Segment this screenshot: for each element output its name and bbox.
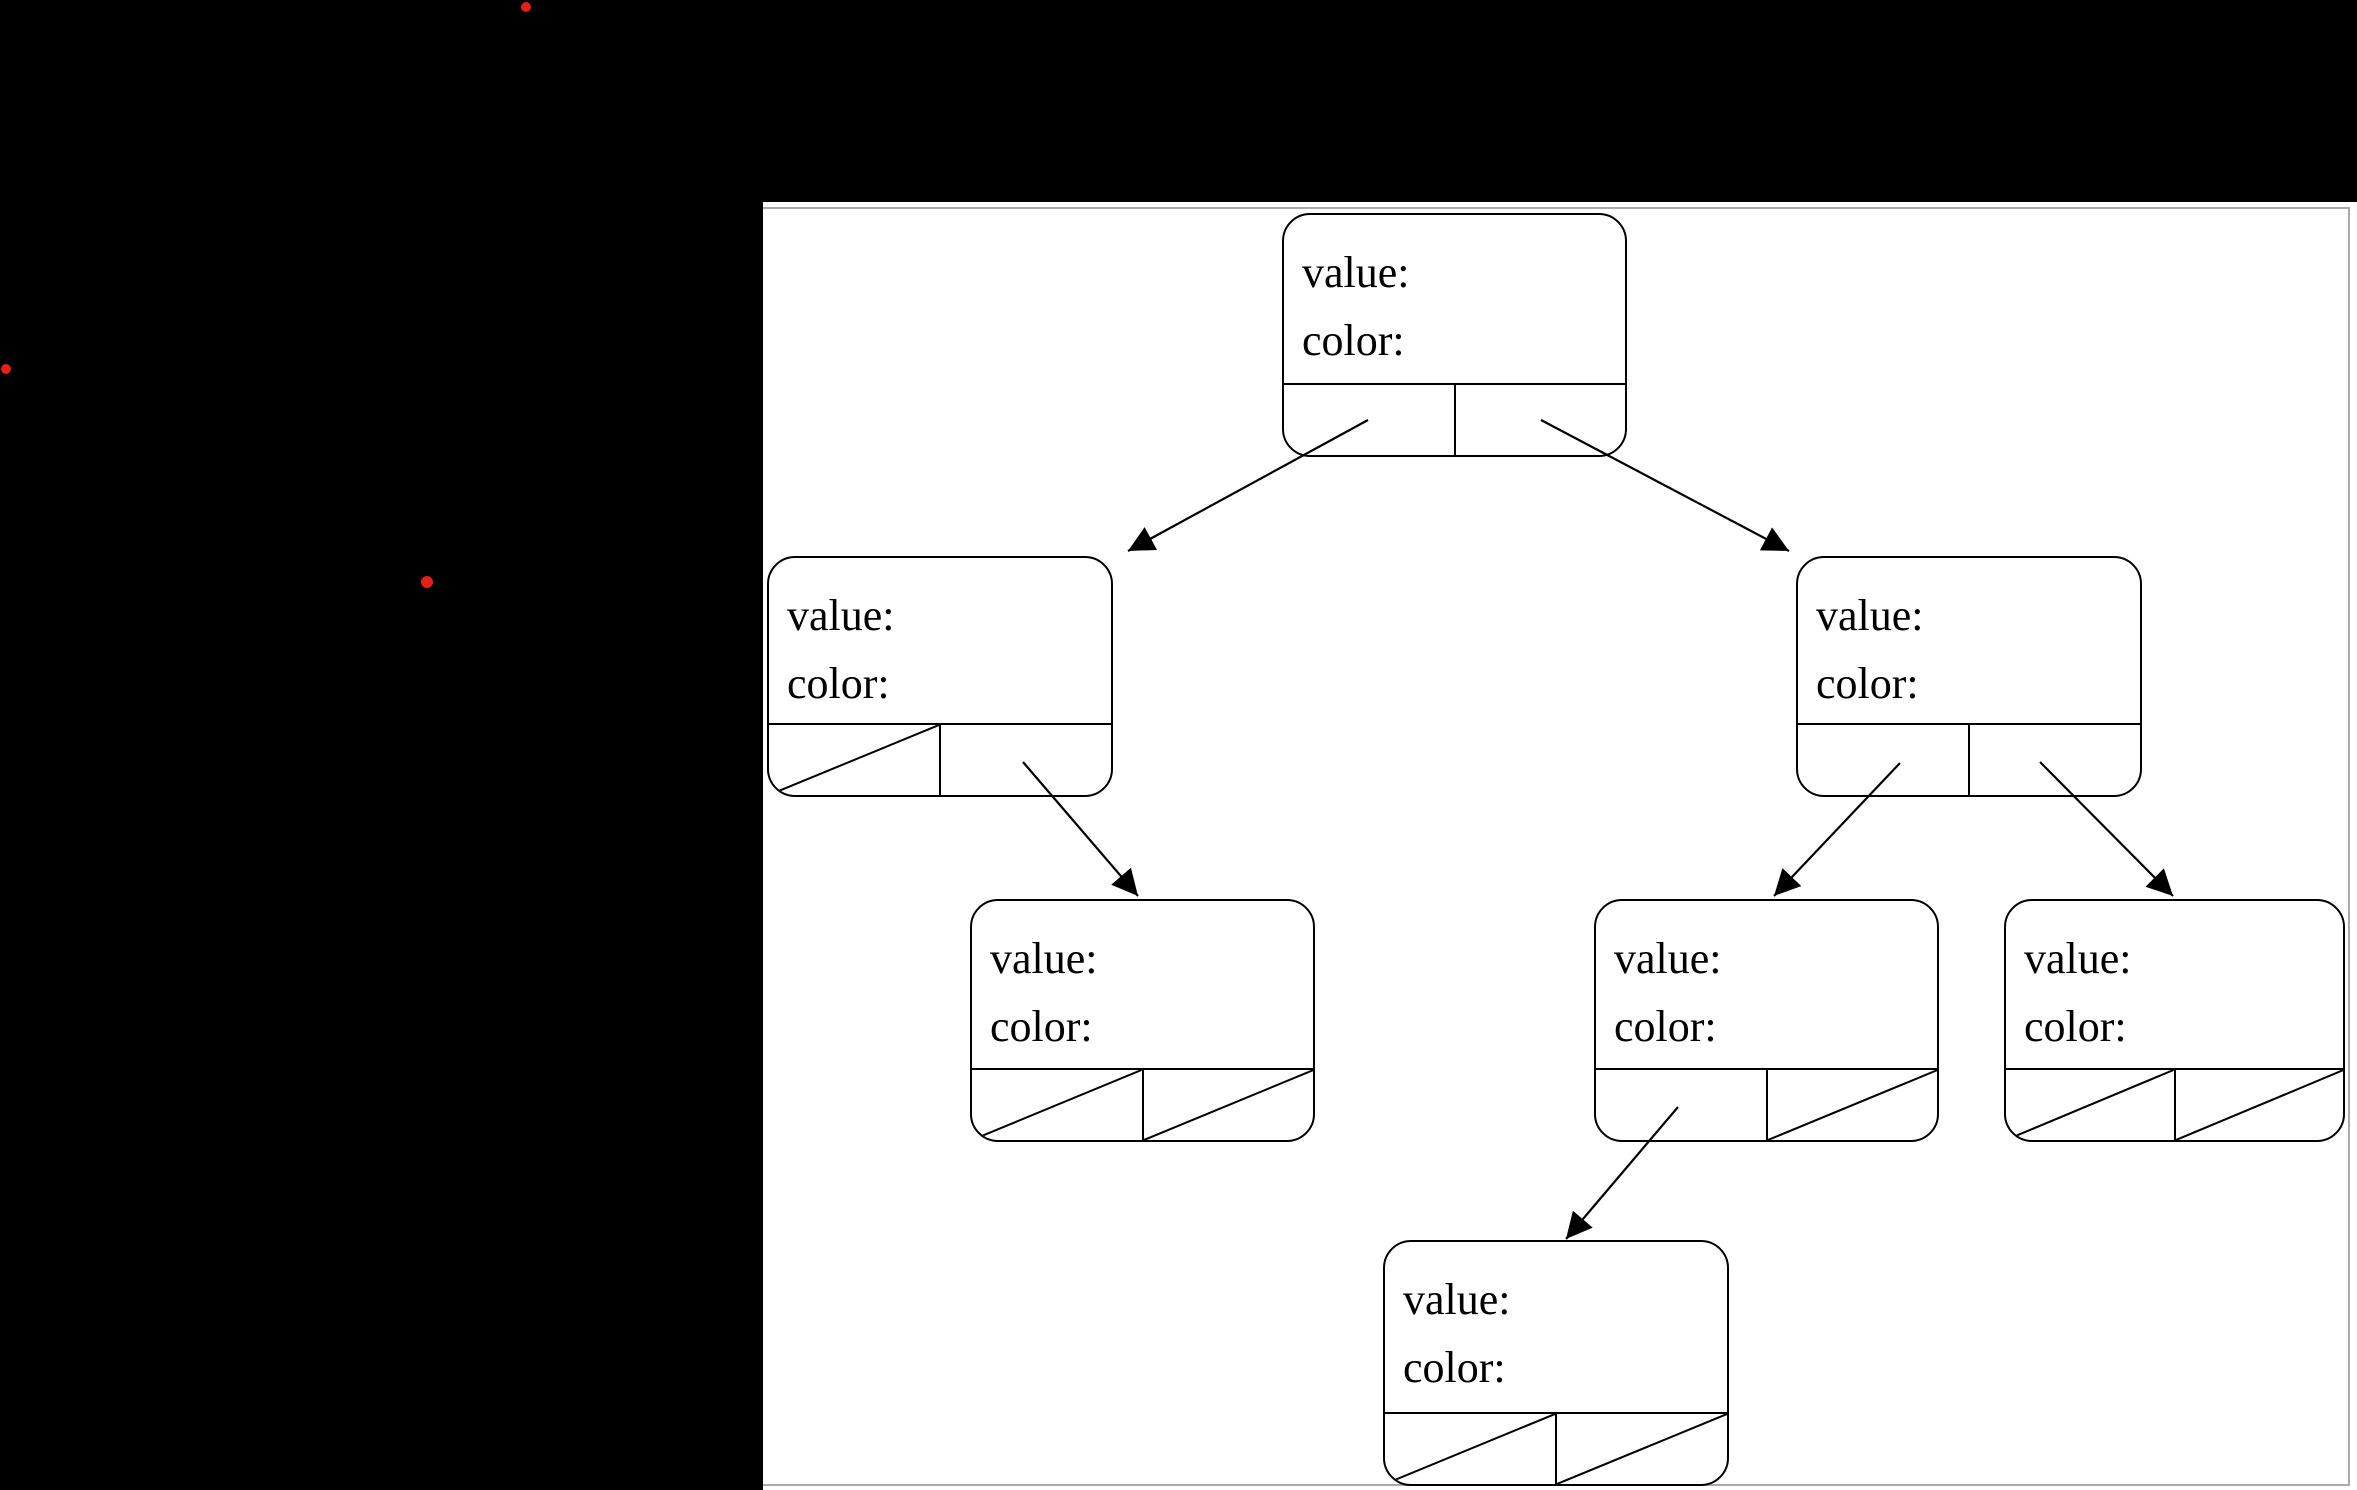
- value-label: value:: [1816, 591, 1924, 640]
- value-label: value:: [1302, 248, 1410, 297]
- color-label: color:: [1816, 659, 1919, 708]
- color-label: color:: [1614, 1002, 1717, 1051]
- red-marker-dot: [521, 2, 531, 12]
- pointer-row: [972, 1068, 1313, 1140]
- node-right: value: color:: [1796, 556, 2142, 797]
- value-label: value:: [990, 934, 1098, 983]
- left-pointer-cell: [1596, 1070, 1768, 1140]
- null-slash: [769, 725, 939, 795]
- pointer-row: [2006, 1068, 2343, 1140]
- null-slash: [1557, 1414, 1727, 1484]
- node-fields: value: color:: [1385, 1242, 1727, 1402]
- right-pointer-cell: [1970, 725, 2140, 795]
- node-right-left: value: color:: [1594, 899, 1939, 1142]
- value-label: value:: [2024, 934, 2132, 983]
- right-pointer-cell: [2175, 1070, 2343, 1140]
- null-slash: [2006, 1070, 2174, 1140]
- null-slash: [972, 1070, 1142, 1140]
- node-fields: value: color:: [769, 558, 1111, 718]
- left-pointer-cell: [1798, 725, 1970, 795]
- pointer-row: [1385, 1412, 1727, 1484]
- color-label: color:: [1302, 316, 1405, 365]
- color-label: color:: [787, 659, 890, 708]
- right-pointer-cell: [1456, 385, 1626, 455]
- left-pointer-cell: [769, 725, 941, 795]
- red-marker-dot: [421, 576, 433, 588]
- pointer-row: [1798, 723, 2140, 795]
- node-fields: value: color:: [1798, 558, 2140, 718]
- left-pointer-cell: [2006, 1070, 2176, 1140]
- left-pointer-cell: [972, 1070, 1144, 1140]
- color-label: color:: [1403, 1343, 1506, 1392]
- null-slash: [1385, 1414, 1555, 1484]
- right-pointer-cell: [941, 725, 1111, 795]
- red-marker-dot: [1, 364, 11, 374]
- value-label: value:: [1403, 1275, 1511, 1324]
- node-right-left-left: value: color:: [1383, 1240, 1729, 1486]
- right-pointer-cell: [1767, 1070, 1937, 1140]
- node-right-right: value: color:: [2004, 899, 2345, 1142]
- node-left-right: value: color:: [970, 899, 1315, 1142]
- color-label: color:: [990, 1002, 1093, 1051]
- color-label: color:: [2024, 1002, 2127, 1051]
- node-fields: value: color:: [972, 901, 1313, 1061]
- null-slash: [1143, 1070, 1313, 1140]
- pointer-row: [769, 723, 1111, 795]
- pointer-row: [1284, 383, 1625, 455]
- left-pointer-cell: [1385, 1414, 1557, 1484]
- node-fields: value: color:: [1596, 901, 1937, 1061]
- null-slash: [1767, 1070, 1937, 1140]
- right-pointer-cell: [1557, 1414, 1727, 1484]
- node-fields: value: color:: [1284, 215, 1625, 375]
- value-label: value:: [787, 591, 895, 640]
- node-fields: value: color:: [2006, 901, 2343, 1061]
- value-label: value:: [1614, 934, 1722, 983]
- pointer-row: [1596, 1068, 1937, 1140]
- null-slash: [2175, 1070, 2343, 1140]
- left-pointer-cell: [1284, 385, 1456, 455]
- node-left: value: color:: [767, 556, 1113, 797]
- right-pointer-cell: [1143, 1070, 1313, 1140]
- node-root: value: color:: [1282, 213, 1627, 457]
